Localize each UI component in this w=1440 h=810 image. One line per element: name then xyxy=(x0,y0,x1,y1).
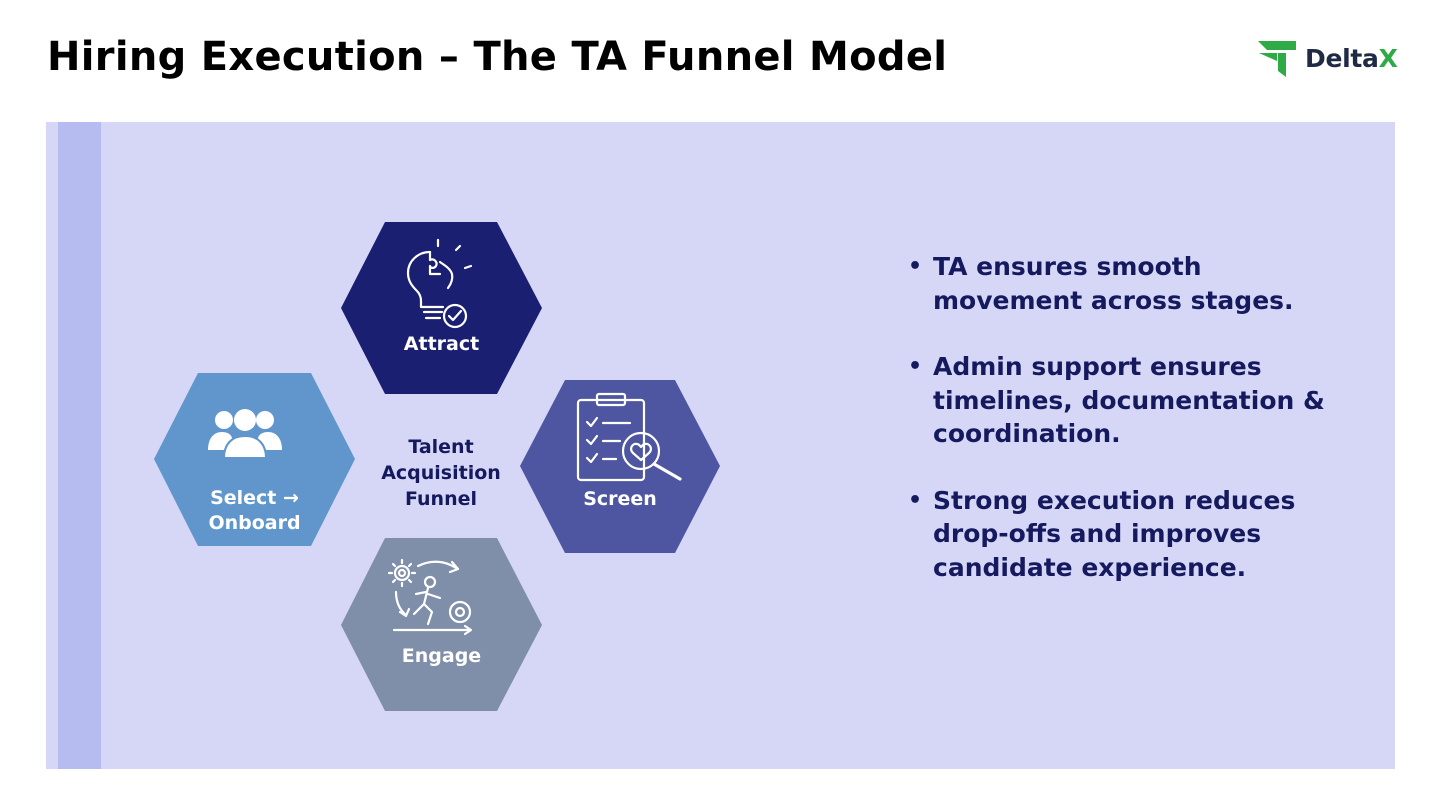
center-label-line-2: Acquisition xyxy=(381,462,501,484)
screen-label-text: Screen xyxy=(583,488,657,510)
deltax-logo-icon xyxy=(1258,41,1296,77)
deltax-logo: DeltaX xyxy=(1256,37,1406,81)
center-label-line-3: Funnel xyxy=(404,488,477,510)
bullet-item: Strong execution reduces drop-offs and i… xyxy=(908,484,1328,585)
attract-label: Attract xyxy=(341,332,542,357)
key-points-list: TA ensures smooth movement across stages… xyxy=(908,250,1328,617)
slide-title: Hiring Execution – The TA Funnel Model xyxy=(47,34,948,80)
panel-accent-bar xyxy=(58,122,101,769)
select-onboard-label: Select → Onboard xyxy=(154,486,355,536)
onboard-label-line: Onboard xyxy=(208,512,301,534)
logo-text-accent: X xyxy=(1378,44,1398,73)
logo-text-main: Delta xyxy=(1305,44,1379,73)
bullet-item: Admin support ensures timelines, documen… xyxy=(908,350,1328,451)
logo-wordmark: DeltaX xyxy=(1305,44,1398,73)
attract-label-text: Attract xyxy=(403,333,480,355)
select-label-line: Select → xyxy=(210,487,299,509)
bullet-item: TA ensures smooth movement across stages… xyxy=(908,250,1328,317)
engage-label: Engage xyxy=(341,644,542,669)
engage-label-text: Engage xyxy=(401,645,482,667)
funnel-center-label: Talent Acquisition Funnel xyxy=(360,434,522,512)
center-label-line-1: Talent xyxy=(408,436,474,458)
screen-label: Screen xyxy=(520,487,720,512)
